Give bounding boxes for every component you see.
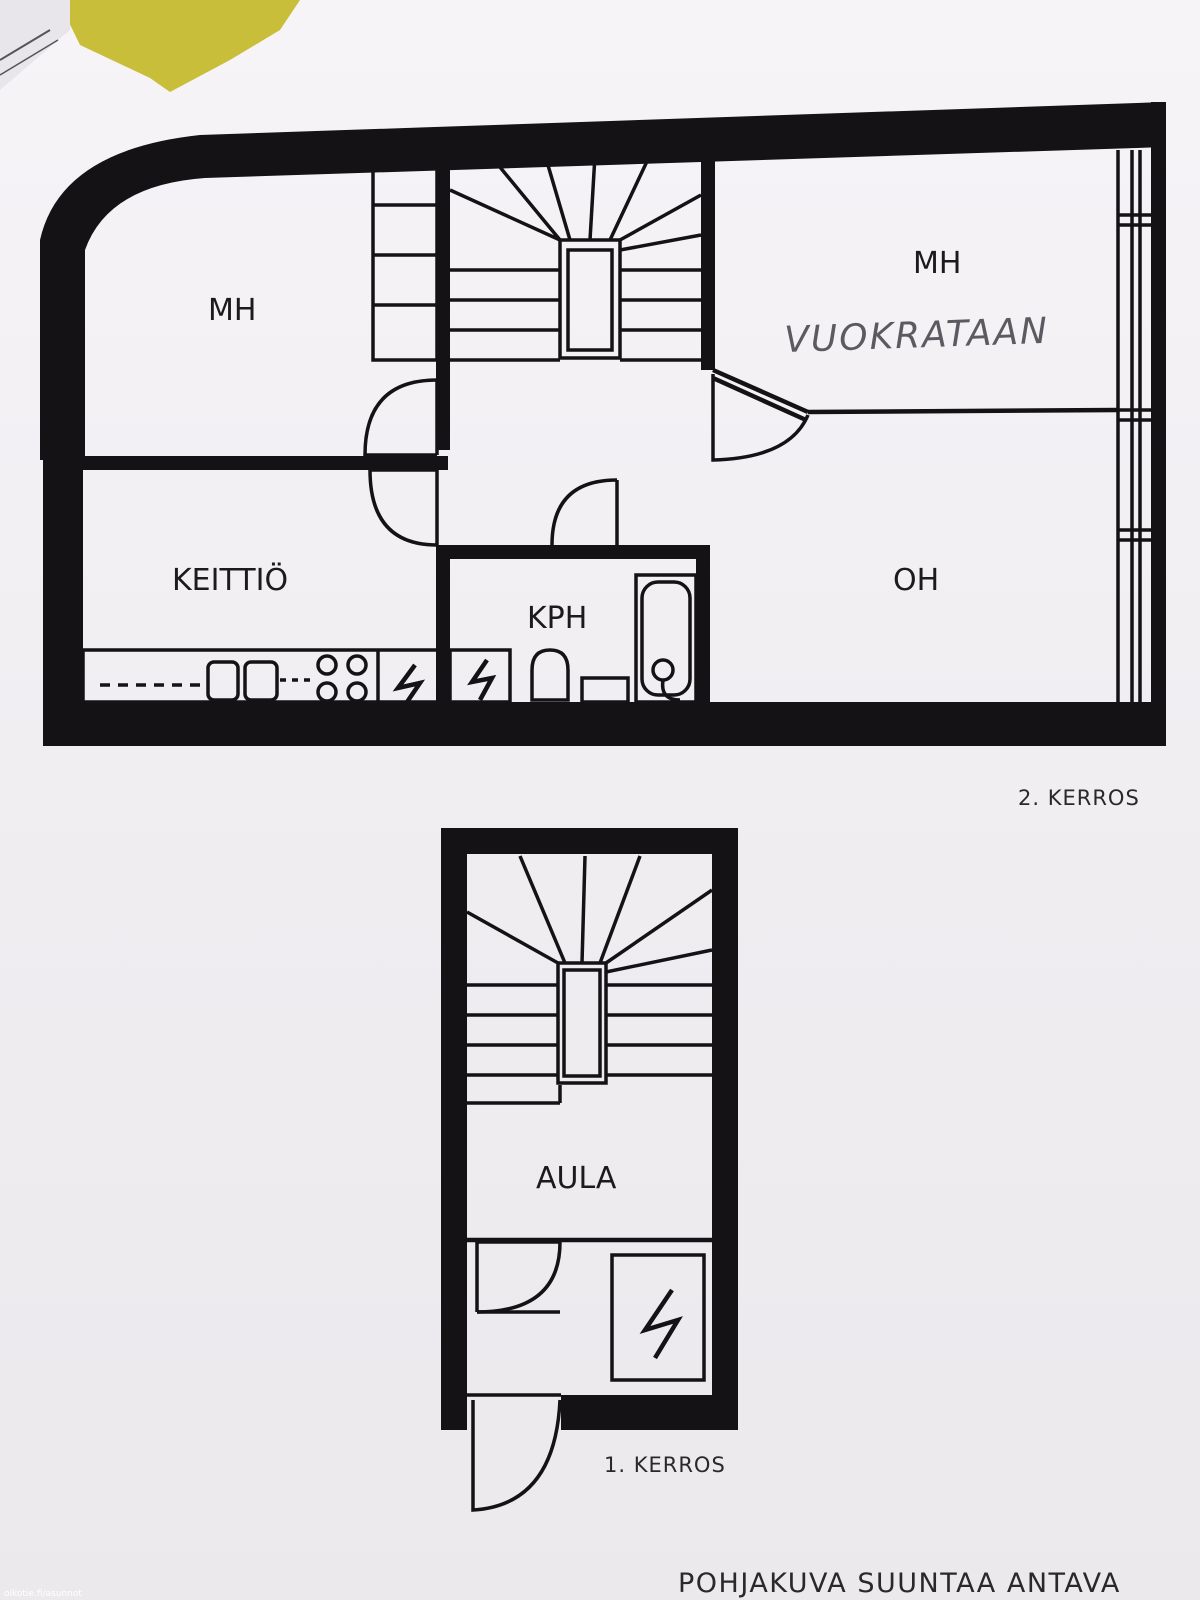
room-label-aula: AULA [536,1161,617,1196]
room-label-kph: KPH [527,601,587,636]
electric-cabinet [610,1253,706,1382]
room-label-mh-left: MH [208,293,256,328]
partition-line [807,407,1119,415]
door-bedroom-left [363,378,439,457]
door-bedroom-right [711,367,810,462]
floor2-caption: 2. KERROS [1018,786,1140,810]
room-label-mh-right: MH [913,246,961,281]
door-bathroom [550,478,619,546]
door-kitchen [368,468,439,547]
staircase-upper [449,153,702,362]
wardrobe [371,153,439,362]
room-label-keittio: KEITTIÖ [172,562,288,598]
door-inner [475,1240,562,1314]
window-left-lower [46,470,80,702]
window-left-upper [45,220,72,455]
watermark: oikotie.fi/asunnot [4,1589,82,1599]
footer-disclaimer: POHJAKUVA SUUNTAA ANTAVA [678,1568,1121,1599]
floor2-plan: MH MH VUOKRATAAN KEITTIÖ KPH OH 2. KERRO… [40,102,1166,810]
paper-corner [0,0,300,92]
front-door [467,1393,562,1512]
electric-panel-icon [639,1288,683,1360]
staircase-lower [466,855,713,1085]
fridge-icon [392,663,426,707]
floor1-plan: AULA 1. KERROS [441,828,738,1512]
kitchen-counter [81,648,440,707]
window-right [1116,150,1151,702]
floor1-caption: 1. KERROS [604,1453,726,1477]
handwritten-note: VUOKRATAAN [784,311,1050,361]
electric-icon [467,658,497,702]
bathroom-fixtures [448,573,698,704]
room-label-oh: OH [893,563,939,598]
